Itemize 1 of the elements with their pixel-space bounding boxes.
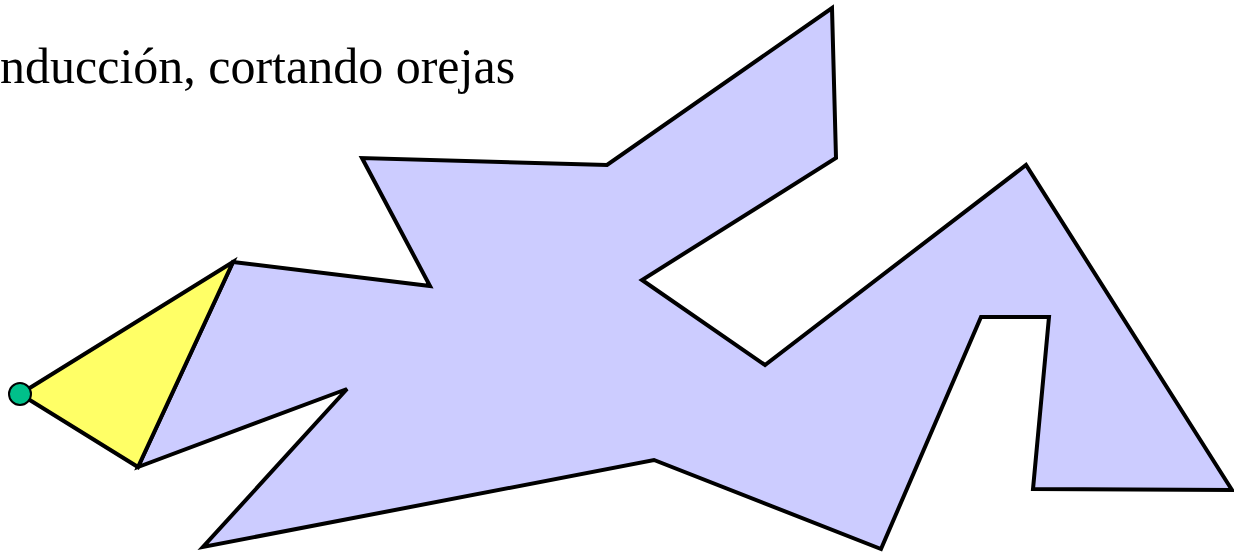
title: nducción, cortando orejas [0,37,516,96]
